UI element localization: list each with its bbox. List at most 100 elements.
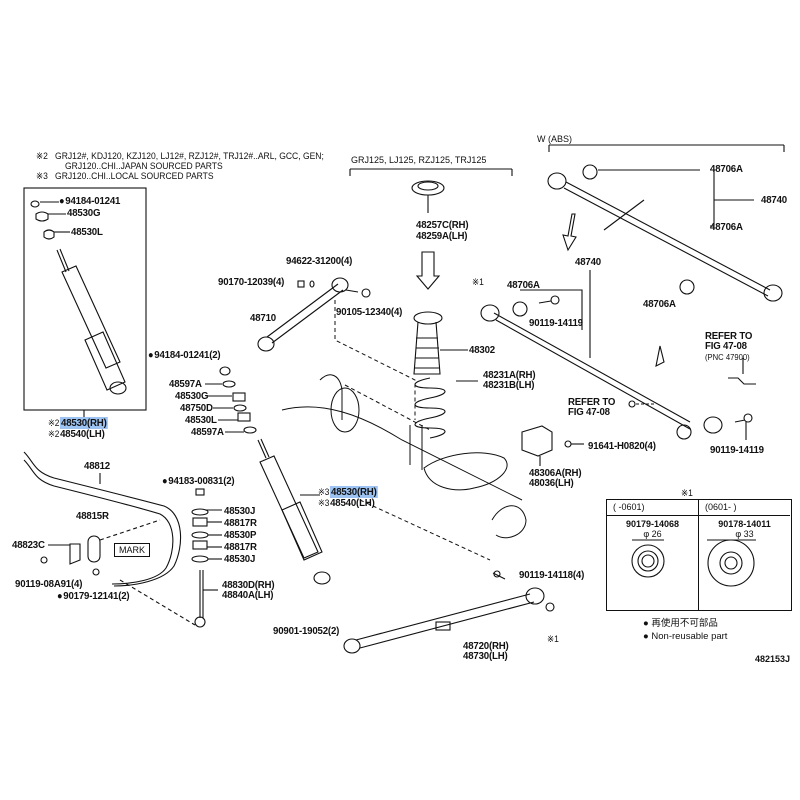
reference-table: ( -0601) 90179-14068 φ 26 (0601- ) 90178…: [606, 499, 792, 611]
header-note-2: GRJ120..CHI..JAPAN SOURCED PARTS: [65, 161, 223, 172]
stabilizer-link-stack: [191, 488, 222, 628]
shock-absorber-inset: [30, 200, 127, 395]
callout-48823C[interactable]: 48823C: [12, 539, 45, 551]
callout-48306A[interactable]: 48306A(RH): [529, 467, 582, 479]
callout-90105-12340[interactable]: 90105-12340(4): [336, 306, 403, 318]
refer-pnc-47900: (PNC 47900): [705, 352, 750, 362]
note-mark-1-spring: ※1: [472, 277, 484, 288]
lateral-rod-48740: [480, 270, 756, 440]
callout-48740-mid[interactable]: 48740: [575, 256, 601, 268]
callout-48830D[interactable]: 48830D(RH): [222, 579, 275, 591]
callout-94184-01241-inset[interactable]: 94184-01241: [59, 196, 120, 207]
callout-48740-top[interactable]: 48740: [761, 194, 787, 206]
note-mark: ※3: [318, 498, 330, 508]
callout-48750D[interactable]: 48750D: [180, 402, 213, 414]
callout-48597A-bottom[interactable]: 48597A: [191, 426, 224, 438]
ref-range: (0601- ): [699, 500, 790, 516]
callout-48840A[interactable]: 48840A(LH): [222, 589, 274, 601]
header-note-3: ※3 GRJ120..CHI..LOCAL SOURCED PARTS: [36, 171, 214, 182]
ref-table-title: ※1: [681, 488, 693, 499]
callout-90119-08A91[interactable]: 90119-08A91(4): [15, 578, 83, 590]
spring-group-bracket: [349, 168, 513, 176]
legend-text: 再使用不可部品: [651, 618, 718, 629]
callout-48036[interactable]: 48036(LH): [529, 477, 574, 489]
ref-range: ( -0601): [607, 500, 698, 516]
callout-48597A-top[interactable]: 48597A: [169, 378, 202, 390]
callout-48231B[interactable]: 48231B(LH): [483, 379, 535, 391]
callout-48817R-bottom[interactable]: 48817R: [224, 541, 257, 553]
callout-48812[interactable]: 48812: [84, 460, 110, 472]
refer-fig-47-08-b-2[interactable]: FIG 47-08: [568, 406, 610, 418]
callout-48710[interactable]: 48710: [250, 312, 276, 324]
callout-48530L[interactable]: 48530L: [185, 414, 217, 426]
ref-diameter: φ 33: [735, 529, 754, 539]
ref-part-no[interactable]: 90178-14011: [718, 519, 771, 529]
callout-48730[interactable]: 48730(LH): [463, 650, 508, 662]
highlighted-part[interactable]: 48530(RH): [60, 417, 108, 429]
callout-90119-14119-right[interactable]: 90119-14119: [710, 444, 764, 456]
spring-parts: [411, 180, 478, 439]
callout-90901-19052[interactable]: 90901-19052(2): [273, 625, 340, 637]
callout-90119-14119-mid[interactable]: 90119-14119: [529, 317, 583, 329]
shock-inset-box: [23, 187, 147, 411]
callout-48530P[interactable]: 48530P: [224, 529, 257, 541]
callout-48540-lh-inset[interactable]: ※248540(LH): [48, 429, 105, 440]
callout-48530G[interactable]: 48530G: [175, 390, 209, 402]
legend-text: Non-reusable part: [651, 631, 728, 642]
note-mark: ※2: [48, 418, 60, 428]
callout-48530L-inset[interactable]: 48530L: [71, 226, 103, 238]
ref-col-late: (0601- ) 90178-14011 φ 33: [699, 500, 790, 610]
callout-48720[interactable]: 48720(RH): [463, 640, 509, 652]
refer-fig-47-08-b[interactable]: REFER TO: [568, 396, 616, 408]
note-text: GRJ120..CHI..JAPAN SOURCED PARTS: [65, 161, 223, 172]
mark-label: MARK: [114, 543, 151, 557]
note-text: GRJ12#, KDJ120, KZJ120, LJ12#, RZJ12#, T…: [55, 151, 324, 162]
callout-48815R[interactable]: 48815R: [76, 510, 109, 522]
ref-col-early: ( -0601) 90179-14068 φ 26: [607, 500, 699, 610]
ref-diameter: φ 26: [643, 529, 662, 539]
upper-mount-stack: [205, 366, 257, 434]
callout-48817R-top[interactable]: 48817R: [224, 517, 257, 529]
bullet-icon: ●: [643, 631, 649, 642]
ref-part-no[interactable]: 90179-14068: [625, 519, 680, 529]
legend-en: ● Non-reusable part: [643, 630, 727, 643]
callout-48540-lh-main[interactable]: ※348540(LH): [318, 498, 375, 509]
refer-fig-47-08-a-2[interactable]: FIG 47-08: [705, 340, 747, 352]
axle-housing: [281, 300, 527, 561]
callout-48259A[interactable]: 48259A(LH): [416, 230, 468, 242]
callout-94184-01241-2[interactable]: 94184-01241(2): [148, 350, 220, 361]
callout-48706A-top2[interactable]: 48706A: [710, 221, 743, 233]
callout-94183-00831[interactable]: 94183-00831(2): [162, 476, 234, 487]
refer-fig-47-08-a[interactable]: REFER TO: [705, 330, 753, 342]
callout-48231A[interactable]: 48231A(RH): [483, 369, 536, 381]
legend: ● 再使用不可部品 ● Non-reusable part: [643, 617, 727, 643]
part-number: 48540(LH): [60, 428, 105, 440]
callout-48257C[interactable]: 48257C(RH): [416, 219, 469, 231]
note-mark: ※3: [36, 171, 48, 182]
callout-48302[interactable]: 48302: [469, 344, 495, 356]
rod-48710: [257, 277, 371, 352]
callout-48706A-top[interactable]: 48706A: [710, 163, 743, 175]
callout-48530G-inset[interactable]: 48530G: [67, 207, 101, 219]
callout-48530J-bottom[interactable]: 48530J: [224, 553, 256, 565]
callout-90179-12141[interactable]: 90179-12141(2): [57, 591, 129, 602]
callout-91641-H0820[interactable]: 91641-H0820(4): [588, 440, 656, 452]
callout-90119-14118[interactable]: 90119-14118(4): [519, 569, 585, 581]
part-number: 48540(LH): [330, 497, 375, 509]
callout-48530J-top[interactable]: 48530J: [224, 505, 256, 517]
nut-drawings: [631, 539, 756, 587]
callout-48706A-mid-right[interactable]: 48706A: [643, 298, 676, 310]
callout-94622-31200[interactable]: 94622-31200(4): [286, 255, 353, 267]
lateral-rod-abs: [547, 144, 785, 302]
callout-48706A-mid-left[interactable]: 48706A: [507, 279, 540, 291]
note-mark: ※3: [318, 487, 330, 497]
callout-90170-12039[interactable]: 90170-12039(4): [218, 276, 285, 288]
note-mark: ※2: [48, 429, 60, 439]
bump-stopper-bracket: [521, 425, 584, 466]
legend-jp: ● 再使用不可部品: [643, 617, 727, 630]
highlighted-part[interactable]: 48530(RH): [330, 486, 378, 498]
note-mark-1-lower: ※1: [547, 634, 559, 645]
